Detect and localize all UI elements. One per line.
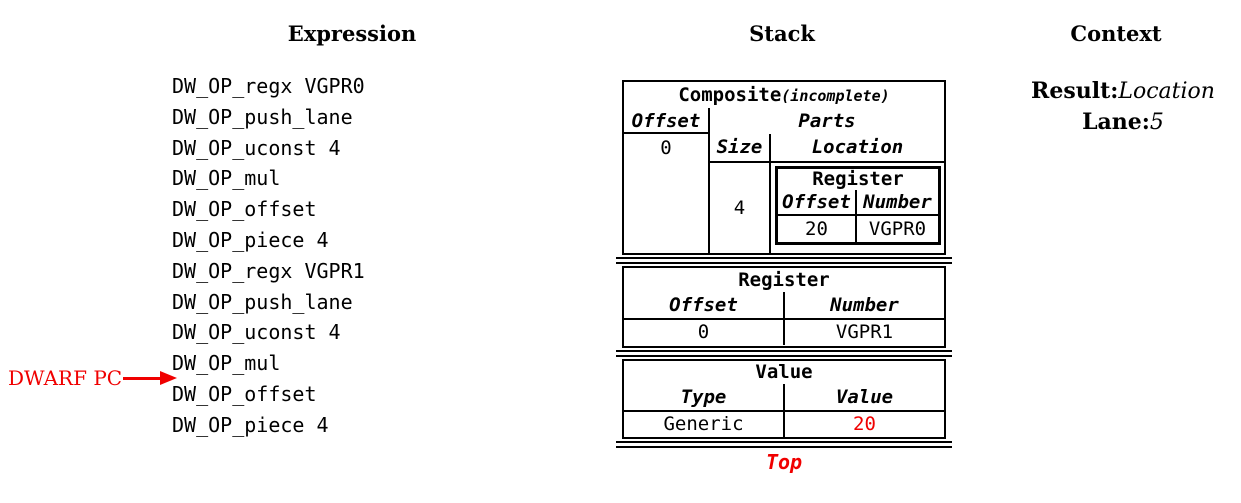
register-number-header: Number [830, 294, 899, 316]
stack-top-marker: Top [765, 450, 803, 474]
composite-offset-value: 0 [660, 137, 672, 159]
lane-value: 5 [1149, 110, 1164, 135]
lane-label: Lane: [1082, 109, 1150, 135]
expression-opcode: DW_OP_regx VGPR1 [172, 258, 365, 283]
stack-bottom-separator [616, 441, 952, 448]
stack-entry-value: Value Type Value Generic 20 [622, 359, 946, 439]
register-number-value: VGPR1 [835, 321, 894, 343]
part-location-header: Location [771, 134, 944, 163]
context-lane-line: Lane:5 [1013, 107, 1233, 138]
value-type-header: Type [624, 384, 785, 410]
composite-title-text: Composite [678, 84, 782, 106]
stack-entry-separator [616, 350, 952, 357]
expression-opcode: DW_OP_push_lane [172, 104, 353, 129]
expression-opcode: DW_OP_mul [172, 351, 281, 376]
composite-title: Composite(incomplete) [624, 82, 944, 108]
register-offset-value: 0 [624, 320, 785, 345]
value-type-value: Generic [624, 412, 785, 437]
dwarf-pc-pointer: DWARF PC [8, 366, 178, 390]
result-value: Location [1118, 79, 1215, 104]
expression-opcode: DW_OP_piece 4 [172, 412, 329, 437]
part-register-offset-header: Offset [778, 190, 857, 214]
part-size-header: Size [710, 134, 769, 163]
part-register-header-row: Offset Number [778, 190, 938, 216]
part-register-value-row: 20 VGPR0 [778, 216, 938, 242]
dwarf-pc-label: DWARF PC [8, 366, 123, 390]
stack-entry-register: Register Offset Number 0 VGPR1 [622, 266, 946, 348]
context-panel: Result:Location Lane:5 [1013, 76, 1233, 138]
expression-opcode: DW_OP_offset [172, 197, 317, 222]
part-size-value: 4 [733, 197, 746, 219]
part-location-cell: Register Offset Number 20 VGPR0 [771, 163, 944, 253]
register-title: Register [738, 269, 830, 291]
value-value-row: Generic 20 [624, 412, 944, 437]
register-offset-header: Offset [624, 292, 785, 318]
composite-incomplete-flag: (incomplete) [781, 87, 890, 105]
context-column-title: Context [1070, 21, 1162, 46]
value-value-header: Value [835, 386, 894, 408]
part-register-offset-value: 20 [778, 216, 857, 242]
result-label: Result: [1031, 78, 1119, 104]
part-register-title: Register [812, 168, 904, 190]
composite-offset-header: Offset [624, 108, 708, 134]
part-register-number-header: Number [863, 191, 932, 213]
composite-parts-header: Parts [798, 110, 856, 132]
expression-opcode: DW_OP_regx VGPR0 [172, 74, 365, 98]
dwarf-pc-arrow-shaft [123, 376, 161, 380]
composite-body: Offset 0 Parts Size 4 Location [624, 108, 944, 253]
expression-opcode: DW_OP_mul [172, 166, 281, 191]
expression-opcode: DW_OP_offset [172, 381, 317, 406]
value-title: Value [755, 361, 813, 383]
expression-opcode: DW_OP_piece 4 [172, 227, 329, 252]
stack-entry-composite: Composite(incomplete) Offset 0 Parts Siz… [622, 80, 946, 255]
part-register-table: Register Offset Number 20 VGPR0 [775, 166, 941, 245]
composite-parts-body: Size 4 Location Register Offset Numbe [710, 134, 944, 253]
expression-opcode: DW_OP_uconst 4 [172, 135, 341, 160]
register-value-row: 0 VGPR1 [624, 320, 944, 345]
expression-opcode: DW_OP_push_lane [172, 289, 353, 314]
dwarf-pc-arrow-icon [160, 371, 178, 385]
part-size-column: Size 4 [710, 134, 771, 253]
value-value-value: 20 [853, 413, 876, 435]
composite-offset-column: Offset 0 [624, 108, 710, 253]
part-register-number-value: VGPR0 [868, 218, 927, 240]
stack-panel: Composite(incomplete) Offset 0 Parts Siz… [616, 80, 952, 474]
part-location-column: Location Register Offset Number 2 [771, 134, 944, 253]
expression-column-title: Expression [287, 21, 417, 46]
expression-opcode: DW_OP_uconst 4 [172, 320, 341, 345]
composite-parts-column: Parts Size 4 Location Register [710, 108, 944, 253]
context-result-line: Result:Location [1013, 76, 1233, 107]
stack-entry-separator [616, 257, 952, 264]
register-header-row: Offset Number [624, 292, 944, 320]
stack-column-title: Stack [749, 21, 815, 46]
value-header-row: Type Value [624, 384, 944, 412]
